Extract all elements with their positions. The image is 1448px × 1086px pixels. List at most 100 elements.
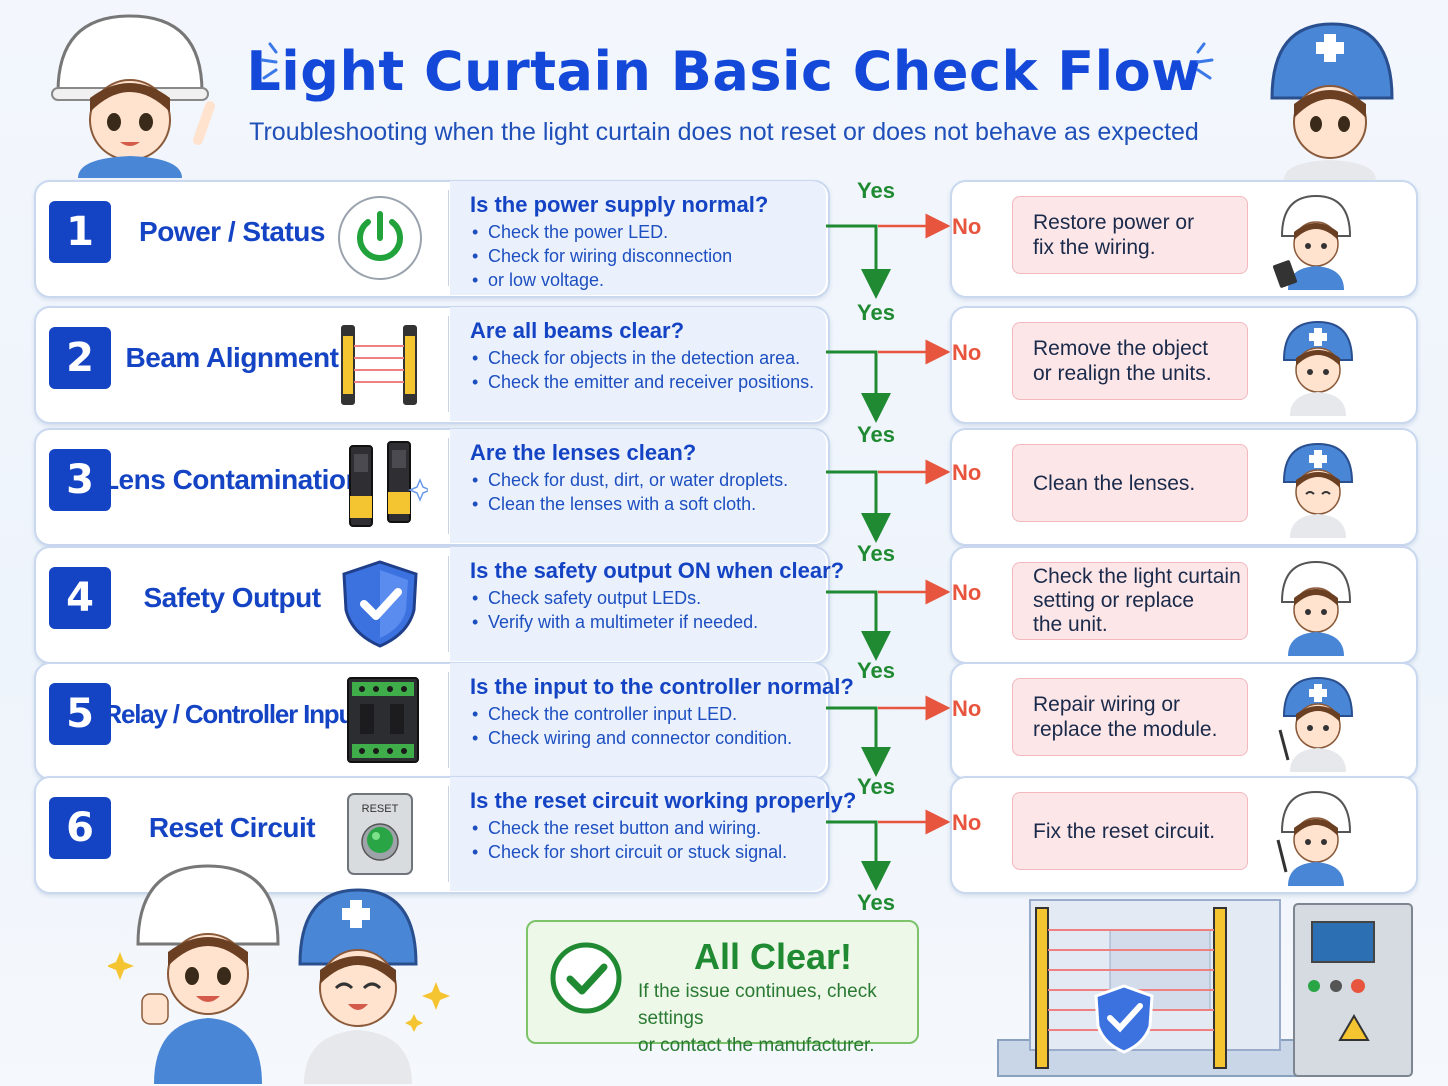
divider: [448, 316, 449, 412]
step-label: Power / Status: [139, 216, 325, 247]
step-question: Is the safety output ON when clear?: [470, 558, 845, 583]
divider: [448, 190, 449, 286]
action-box: Fix the reset circuit.: [1012, 792, 1248, 870]
step-number: 3: [49, 449, 111, 511]
action-line: Remove the object: [1033, 337, 1209, 360]
step-question: Is the input to the controller normal?: [470, 674, 854, 699]
step-question: Is the reset circuit working properly?: [470, 788, 857, 813]
note-line: If the issue continues, check settings: [638, 981, 877, 1029]
step-card-power: 1 Power / Status Is the power supply nor…: [34, 180, 830, 298]
action-card: Fix the reset circuit.: [950, 776, 1418, 894]
no-label: No: [952, 460, 982, 485]
worker-thinking-icon: [1280, 560, 1352, 656]
sparkle-icon: [1196, 42, 1214, 80]
yes-label: Yes: [857, 178, 895, 203]
worker-thumbs-up-character: [108, 864, 280, 1084]
action-line: or realign the units.: [1033, 362, 1212, 385]
worker-cleaning-icon: [1282, 442, 1354, 538]
action-line: the unit.: [1033, 613, 1108, 636]
check-circle-icon: [550, 942, 622, 1014]
worker-cheering-character: [298, 888, 450, 1084]
yes-label: Yes: [857, 300, 895, 325]
all-clear-title: All Clear!: [693, 936, 853, 977]
step-number: 1: [49, 201, 111, 263]
all-clear-note: If the issue continues, check settings o…: [638, 978, 917, 1059]
step-question: Are the lenses clean?: [470, 440, 697, 465]
check-item: Check the power LED.: [470, 220, 732, 244]
sparkle-icon: [260, 42, 278, 80]
reset-button-text: RESET: [362, 803, 399, 815]
action-line: Restore power or: [1033, 211, 1195, 234]
step-number: 5: [49, 683, 111, 745]
check-list: Check the controller input LED. Check wi…: [470, 702, 792, 750]
machine-with-light-curtain-illustration: [997, 899, 1413, 1077]
yes-label: Yes: [857, 658, 895, 683]
step-label: Beam Alignment: [125, 342, 339, 373]
step-card-beam-alignment: 2 Beam Alignment Are all beams clear? Ch…: [34, 306, 830, 424]
step-number: 6: [49, 797, 111, 859]
step-card-relay: 5 Relay / Controller Input Is the input …: [34, 662, 854, 780]
check-list: Check for dust, dirt, or water droplets.…: [470, 468, 788, 516]
step-label: Relay / Controller Input: [103, 698, 361, 729]
action-line: Check the light curtain: [1033, 565, 1241, 588]
step-question: Are all beams clear?: [470, 318, 685, 343]
check-list: Check the reset button and wiring. Check…: [470, 816, 787, 864]
no-label: No: [952, 810, 982, 835]
check-item: Check for short circuit or stuck signal.: [470, 840, 787, 864]
step-label: Safety Output: [143, 582, 321, 613]
check-item: Check the reset button and wiring.: [470, 816, 787, 840]
check-item: Verify with a multimeter if needed.: [470, 610, 758, 634]
action-card: Clean the lenses.: [950, 428, 1418, 546]
worker-pointing-icon: [1282, 320, 1354, 416]
worker-pointing-character: [51, 14, 215, 178]
yes-label: Yes: [857, 890, 895, 915]
no-label: No: [952, 214, 982, 239]
step-question: Is the power supply normal?: [470, 192, 769, 217]
step-number: 2: [49, 327, 111, 389]
check-list: Check for objects in the detection area.…: [470, 346, 814, 394]
light-curtain-beams-icon: [341, 325, 417, 405]
yes-label: Yes: [857, 422, 895, 447]
check-item: Check for wiring disconnection: [470, 244, 732, 268]
check-item: Check for objects in the detection area.: [470, 346, 814, 370]
step-card-safety-output: 4 Safety Output Is the safety output ON …: [34, 546, 844, 664]
yes-label: Yes: [857, 541, 895, 566]
reset-button-icon: RESET: [347, 793, 413, 875]
worker-with-screwdriver-icon: [1276, 790, 1352, 886]
page-title: Light Curtain Basic Check Flow: [246, 40, 1202, 103]
check-list: Check the power LED. Check for wiring di…: [470, 220, 732, 292]
check-item: Check the emitter and receiver positions…: [470, 370, 814, 394]
no-label: No: [952, 580, 982, 605]
worker-with-tablet-icon: [1273, 194, 1352, 290]
action-line: fix the wiring.: [1033, 236, 1156, 259]
note-line: or contact the manufacturer.: [638, 1035, 875, 1056]
page-subtitle: Troubleshooting when the light curtain d…: [249, 118, 1199, 146]
action-line: Fix the reset circuit.: [1033, 819, 1216, 843]
check-item: Check the controller input LED.: [470, 702, 792, 726]
action-line: replace the module.: [1033, 718, 1218, 741]
all-clear-box: All Clear! If the issue continues, check…: [526, 920, 919, 1056]
worker-with-screwdriver-icon: [1278, 676, 1354, 772]
divider: [448, 672, 449, 768]
step-label: Reset Circuit: [148, 812, 316, 843]
action-line: Repair wiring or: [1033, 693, 1181, 716]
action-line: setting or replace: [1033, 589, 1195, 612]
no-label: No: [952, 696, 982, 721]
worker-thinking-character: [1270, 22, 1394, 180]
check-item: Clean the lenses with a soft cloth.: [470, 492, 788, 516]
check-item: Check for dust, dirt, or water droplets.: [470, 468, 788, 492]
relay-module-icon: [347, 677, 419, 763]
check-item-continuation: or low voltage.: [470, 268, 732, 292]
divider: [448, 786, 449, 882]
step-card-lens: 3 Lens Contamination Are the lenses clea…: [34, 428, 830, 546]
check-list: Check safety output LEDs. Verify with a …: [470, 586, 758, 634]
sensor-lens-icon: [349, 441, 428, 527]
no-label: No: [952, 340, 982, 365]
